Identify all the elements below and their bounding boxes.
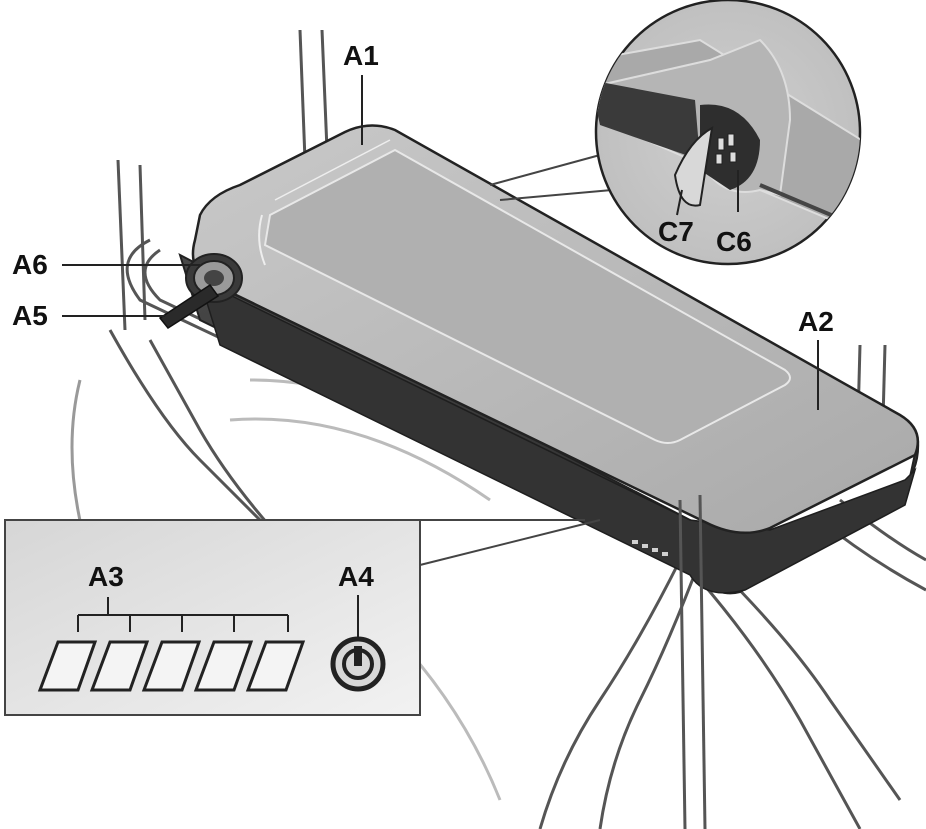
label-a5: A5 <box>12 300 48 331</box>
label-a2: A2 <box>798 306 834 337</box>
battery-top-panel <box>263 148 791 444</box>
charge-level-leds <box>37 640 306 692</box>
label-c7: C7 <box>658 216 694 247</box>
display-panel-inset <box>4 519 601 716</box>
charge-level-led-icon <box>141 640 202 692</box>
leader-lines <box>62 75 819 410</box>
charge-level-led-icon <box>193 640 254 692</box>
label-a6: A6 <box>12 249 48 280</box>
battery-pack <box>158 124 920 595</box>
power-button-icon <box>330 636 386 692</box>
charge-level-led-icon <box>245 640 306 692</box>
battery-side-lower <box>198 278 917 594</box>
charge-level-led-icon <box>37 640 98 692</box>
label-c6: C6 <box>716 226 752 257</box>
key-icon <box>158 283 220 329</box>
side-led-strip <box>632 540 668 556</box>
label-a1: A1 <box>343 40 379 71</box>
a3-bracket <box>77 597 289 632</box>
connector-flap <box>673 126 714 207</box>
label-a4: A4 <box>338 561 374 592</box>
charge-level-led-icon <box>89 640 150 692</box>
connector-pins-icon <box>715 133 737 165</box>
label-a3: A3 <box>88 561 124 592</box>
